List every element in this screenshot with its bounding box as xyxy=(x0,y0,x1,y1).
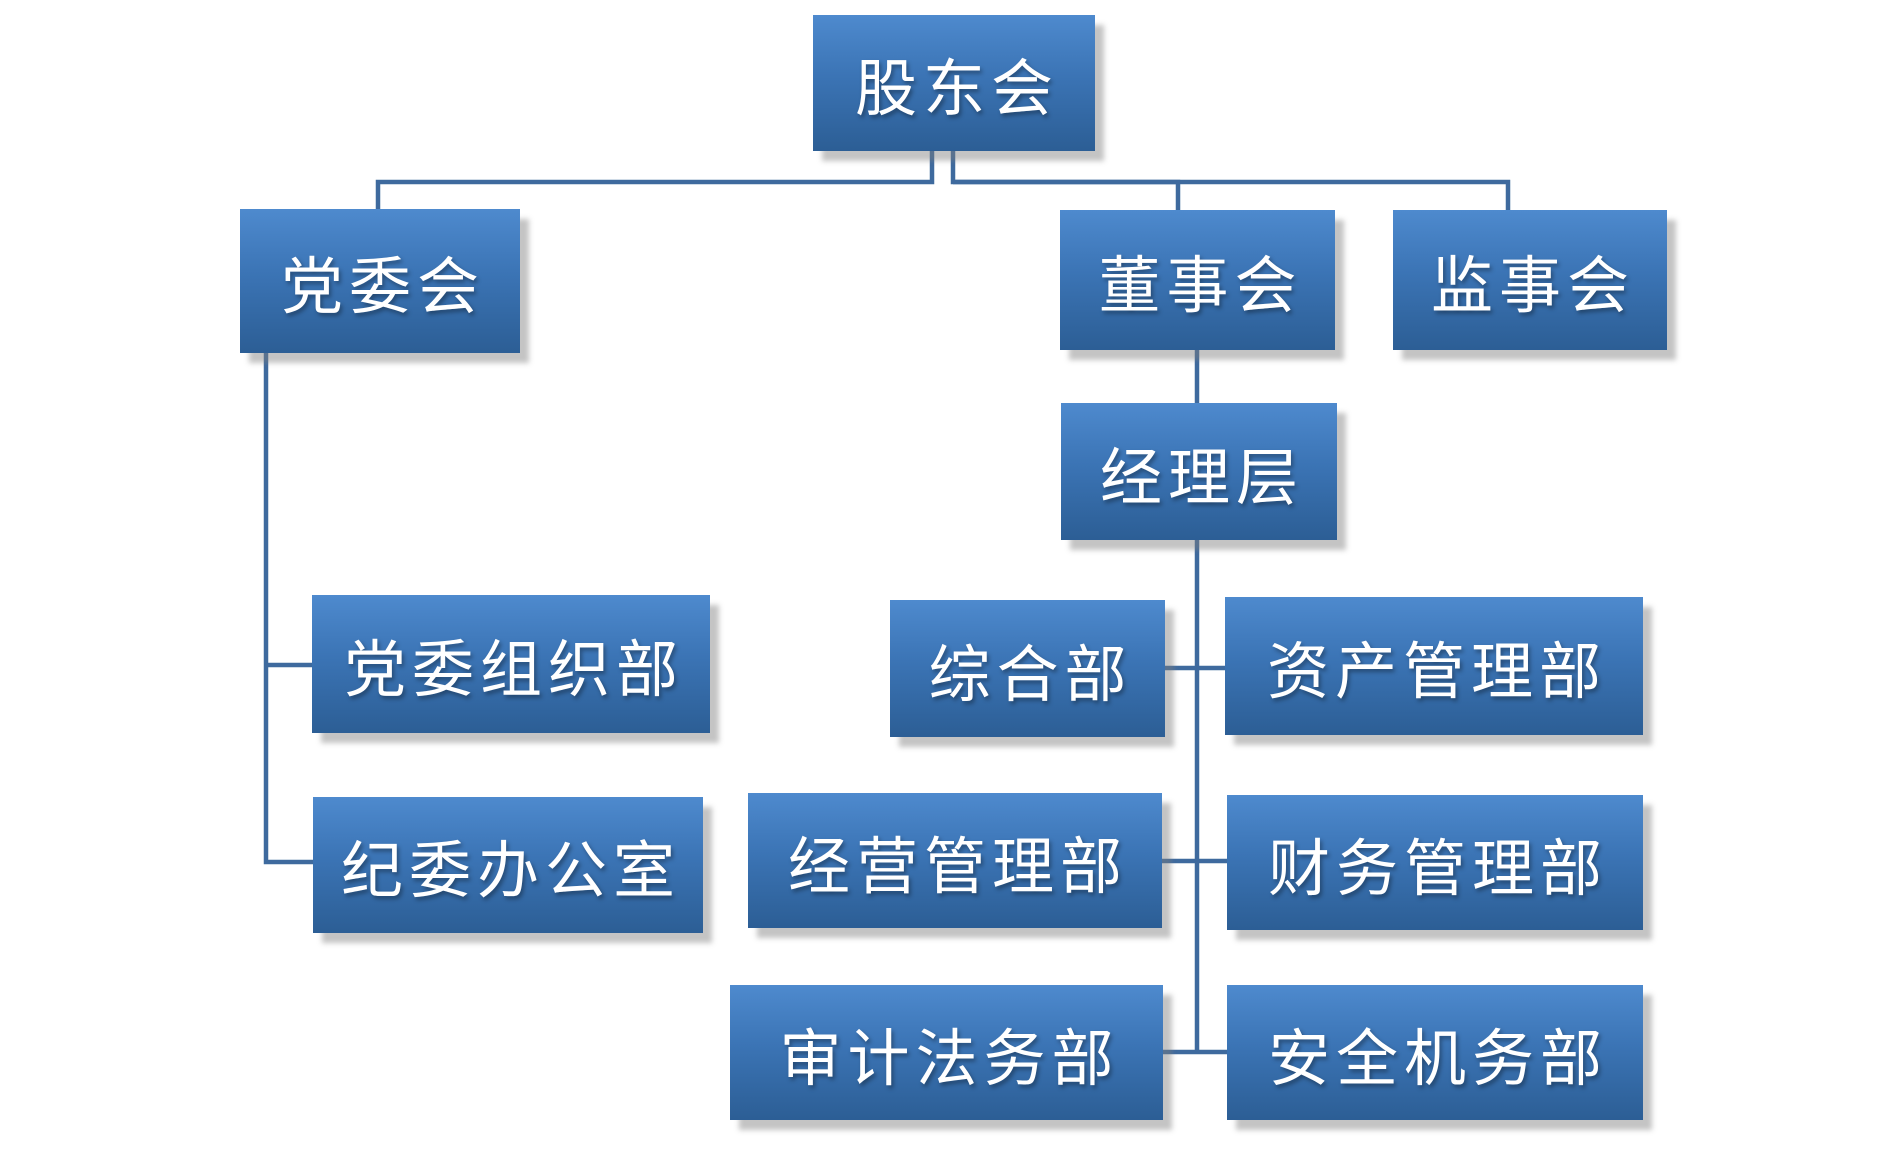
org-node-label-management: 经理层 xyxy=(1099,444,1304,513)
org-node-supervisory-board: 监事会 xyxy=(1393,210,1667,350)
org-node-label-general-dept: 综合部 xyxy=(928,641,1133,710)
org-node-label-board-of-directors: 董事会 xyxy=(1098,253,1303,321)
org-node-audit-legal-dept: 审计法务部 xyxy=(730,985,1163,1120)
org-node-label-financial-management-dept: 财务管理部 xyxy=(1267,835,1608,904)
org-node-label-operations-management-dept: 经营管理部 xyxy=(787,833,1128,902)
org-node-financial-management-dept: 财务管理部 xyxy=(1227,795,1643,930)
org-node-management: 经理层 xyxy=(1061,403,1337,540)
org-node-party-committee: 党委会 xyxy=(240,209,520,353)
org-node-party-organization-dept: 党委组织部 xyxy=(312,595,710,733)
org-node-label-audit-legal-dept: 审计法务部 xyxy=(779,1025,1120,1094)
org-node-label-asset-management-dept: 资产管理部 xyxy=(1266,639,1607,707)
org-node-label-party-committee: 党委会 xyxy=(280,254,485,322)
connector-group xyxy=(263,151,1511,1055)
org-node-safety-aviation-dept: 安全机务部 xyxy=(1227,985,1643,1120)
org-node-asset-management-dept: 资产管理部 xyxy=(1225,597,1643,735)
org-node-shareholders: 股东会 xyxy=(813,15,1095,151)
org-node-label-safety-aviation-dept: 安全机务部 xyxy=(1267,1025,1608,1094)
connector-party-spine xyxy=(263,353,313,865)
org-node-board-of-directors: 董事会 xyxy=(1060,210,1335,350)
connector-shareholders-party-committee xyxy=(375,151,935,209)
org-node-general-dept: 综合部 xyxy=(890,600,1165,737)
org-node-discipline-inspection-office: 纪委办公室 xyxy=(313,797,703,933)
org-node-label-supervisory-board: 监事会 xyxy=(1430,253,1635,321)
connector-shareholders-supervisory xyxy=(953,179,1511,210)
org-node-label-discipline-inspection-office: 纪委办公室 xyxy=(340,838,681,906)
org-node-label-party-organization-dept: 党委组织部 xyxy=(343,637,684,705)
org-node-operations-management-dept: 经营管理部 xyxy=(748,793,1162,928)
org-node-label-shareholders: 股东会 xyxy=(854,56,1059,124)
